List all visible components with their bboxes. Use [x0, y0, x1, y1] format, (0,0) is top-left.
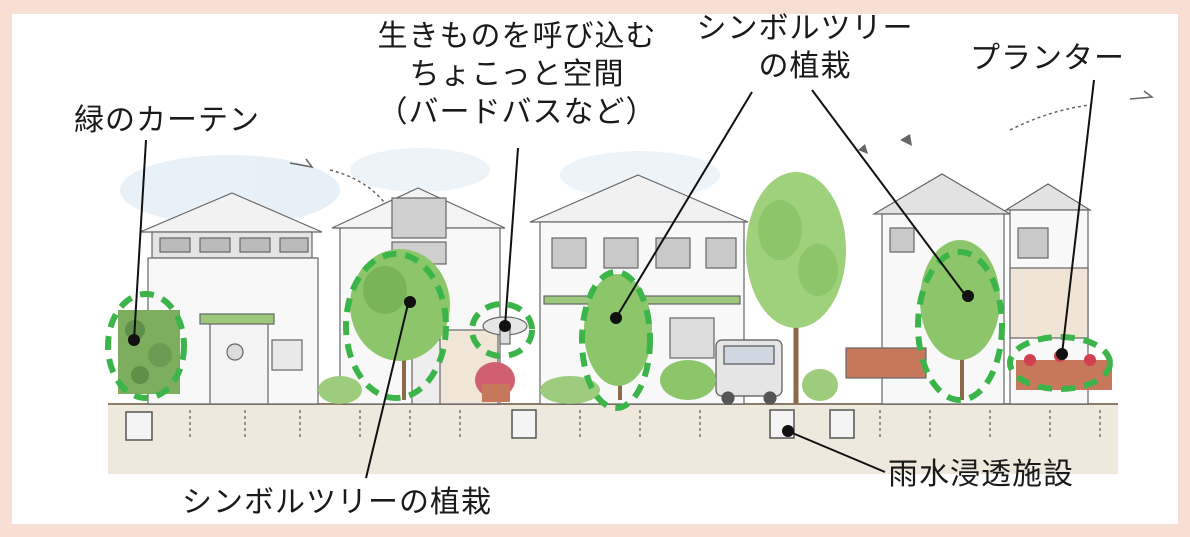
label-symbol-tree-top-line2: の植栽 — [758, 49, 852, 84]
highlight-planter — [1007, 334, 1113, 392]
house-4-tree — [920, 240, 1000, 400]
label-symbol-tree-bottom: シンボルツリーの植栽 — [182, 485, 492, 520]
label-green-curtain: 緑のカーテン — [74, 103, 260, 138]
label-symbol-tree-top-line1: シンボルツリー — [696, 11, 914, 46]
leader-dots — [128, 290, 1068, 437]
house-3-tree — [584, 274, 652, 400]
shrubs-house-3 — [540, 360, 716, 404]
highlight-symbol-tree-right — [915, 249, 1005, 403]
street-tree — [746, 172, 846, 404]
label-creature-space: 生きものを呼び込む ちょこっと空間 （バードバスなど） — [352, 18, 682, 132]
leader-lines — [133, 79, 1095, 479]
planters — [1016, 350, 1112, 390]
car — [715, 339, 783, 405]
label-rain-infiltration: 雨水浸透施設 — [888, 457, 1074, 492]
highlight-bird-bath — [469, 301, 535, 359]
highlight-symbol-tree-center — [579, 269, 653, 411]
infiltration-units — [125, 409, 855, 441]
ground — [108, 404, 1118, 474]
label-symbol-tree-top: シンボルツリー の植栽 — [680, 10, 930, 86]
house-3 — [529, 174, 749, 405]
label-planter: プランター — [970, 41, 1125, 76]
green-curtain-vines — [118, 310, 180, 394]
infiltration-arrows — [189, 410, 1101, 440]
sky-wash — [120, 148, 720, 225]
birds — [858, 134, 912, 154]
label-creature-space-line2: ちょこっと空間 — [409, 57, 625, 92]
house-1 — [139, 192, 323, 405]
highlight-green-curtain — [105, 291, 187, 401]
label-creature-space-line1: 生きものを呼び込む — [377, 19, 657, 54]
label-creature-space-line3: （バードバスなど） — [377, 95, 657, 130]
house-2-tree — [350, 249, 450, 400]
highlight-circles — [105, 249, 1113, 411]
shrubs-house-2 — [318, 362, 515, 404]
highlight-symbol-tree-left — [343, 251, 449, 401]
